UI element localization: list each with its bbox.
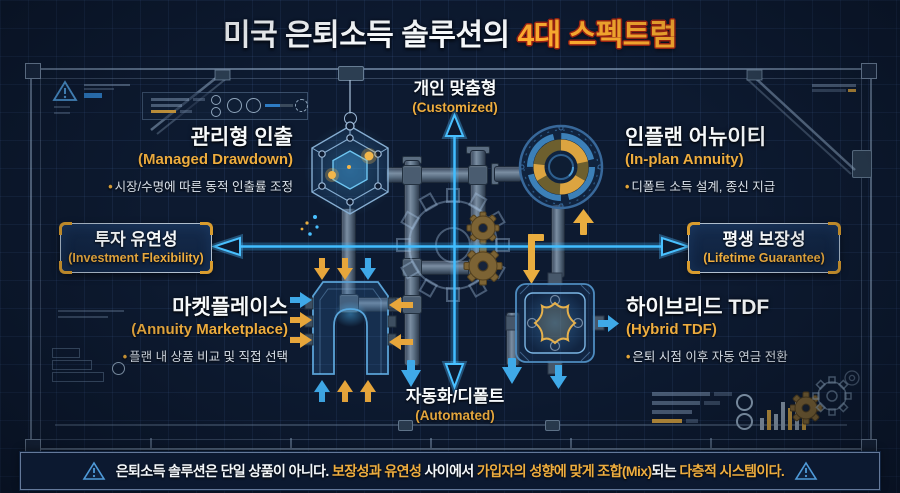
- axis-top-title: 개인 맞춤형: [413, 79, 497, 98]
- quadrant-title: 관리형 인출: [190, 126, 293, 149]
- gold-bracket: [200, 261, 213, 274]
- footer-segment: 다층적 시스템이다.: [679, 463, 785, 479]
- footer-banner: 은퇴소득 솔루션은 단일 상품이 아니다. 보장성과 유연성 사이에서 가입자의…: [20, 452, 880, 490]
- quadrant-subtitle: (Hybrid TDF): [626, 321, 717, 338]
- quadrant-bullet: •플랜 내 상품 비교 및 직접 선택: [70, 350, 288, 365]
- footer-segment: 은퇴소득 솔루션은 단일 상품이 아니다.: [115, 463, 332, 479]
- turbine-ring-icon: [518, 124, 604, 210]
- warning-triangle-icon: [82, 461, 106, 480]
- axis-bottom-subtitle: (Automated): [415, 408, 495, 423]
- gold-bracket: [687, 261, 700, 274]
- footer-segment: 사이에서: [421, 463, 477, 479]
- axis-bottom-title: 자동화/디폴트: [405, 387, 505, 406]
- bullet-text: 시장/수명에 따른 동적 인출률 조정: [114, 180, 293, 194]
- axis-top-subtitle: (Customized): [412, 100, 498, 115]
- quadrant-subtitle: (Annuity Marketplace): [131, 321, 288, 338]
- warning-triangle-icon: [794, 461, 818, 480]
- horseshoe-funnel-icon: [290, 258, 413, 402]
- gold-bracket: [59, 261, 72, 274]
- box-title: 투자 유연성: [94, 230, 178, 249]
- bullet-marker: •: [108, 180, 113, 194]
- box-subtitle: (Lifetime Guarantee): [703, 251, 825, 265]
- quadrant-marketplace: 마켓플레이스 (Annuity Marketplace) •플랜 내 상품 비교…: [70, 295, 288, 365]
- puzzle-icon: [505, 272, 619, 389]
- box-title: 평생 보장성: [722, 230, 806, 249]
- gold-bracket: [59, 222, 72, 235]
- box-subtitle: (Investment Flexibility): [68, 251, 204, 265]
- footer-text: 은퇴소득 솔루션은 단일 상품이 아니다. 보장성과 유연성 사이에서 가입자의…: [115, 461, 785, 481]
- gold-bracket: [828, 222, 841, 235]
- quadrant-title: 인플랜 어뉴이티: [625, 126, 767, 149]
- bullet-marker: •: [625, 180, 630, 194]
- quadrant-bullet: •시장/수명에 따른 동적 인출률 조정: [75, 180, 293, 195]
- footer-segment: 가입자의 성향에 맞게 조합(Mix): [476, 463, 652, 479]
- footer-segment: 보장성과 유연성: [331, 463, 422, 479]
- quadrant-in-plan-annuity: 인플랜 어뉴이티 (In-plan Annuity) •디폴트 소득 설계, 종…: [625, 125, 875, 195]
- footer-segment: 되는: [651, 463, 680, 479]
- gold-bracket: [828, 261, 841, 274]
- quadrant-bullet: •디폴트 소득 설계, 종신 지급: [625, 180, 875, 195]
- gold-bracket: [200, 222, 213, 235]
- quadrant-managed-drawdown: 관리형 인출 (Managed Drawdown) •시장/수명에 따른 동적 …: [75, 125, 293, 195]
- quadrant-title: 마켓플레이스: [172, 296, 288, 319]
- quadrant-subtitle: (In-plan Annuity): [625, 151, 744, 168]
- axis-bottom-label: 자동화/디폴트 (Automated): [375, 386, 535, 424]
- lifetime-guarantee-box: 평생 보장성 (Lifetime Guarantee): [687, 222, 841, 274]
- bullet-marker: •: [122, 350, 128, 364]
- axis-top-label: 개인 맞춤형 (Customized): [375, 78, 535, 116]
- bullet-text: 플랜 내 상품 비교 및 직접 선택: [129, 350, 288, 364]
- quadrant-subtitle: (Managed Drawdown): [137, 151, 293, 168]
- investment-flexibility-box: 투자 유연성 (Investment Flexibility): [59, 222, 213, 274]
- gold-bracket: [687, 222, 700, 235]
- bullet-marker: •: [626, 350, 631, 364]
- bullet-text: 은퇴 시점 이후 자동 연금 전환: [632, 350, 788, 364]
- quadrant-bullet: •은퇴 시점 이후 자동 연금 전환: [626, 350, 871, 365]
- hexagon-network-icon: [300, 121, 396, 236]
- bullet-text: 디폴트 소득 설계, 종신 지급: [631, 180, 776, 194]
- quadrant-hybrid-tdf: 하이브리드 TDF (Hybrid TDF) •은퇴 시점 이후 자동 연금 전…: [626, 295, 871, 365]
- quadrant-title: 하이브리드 TDF: [626, 296, 770, 319]
